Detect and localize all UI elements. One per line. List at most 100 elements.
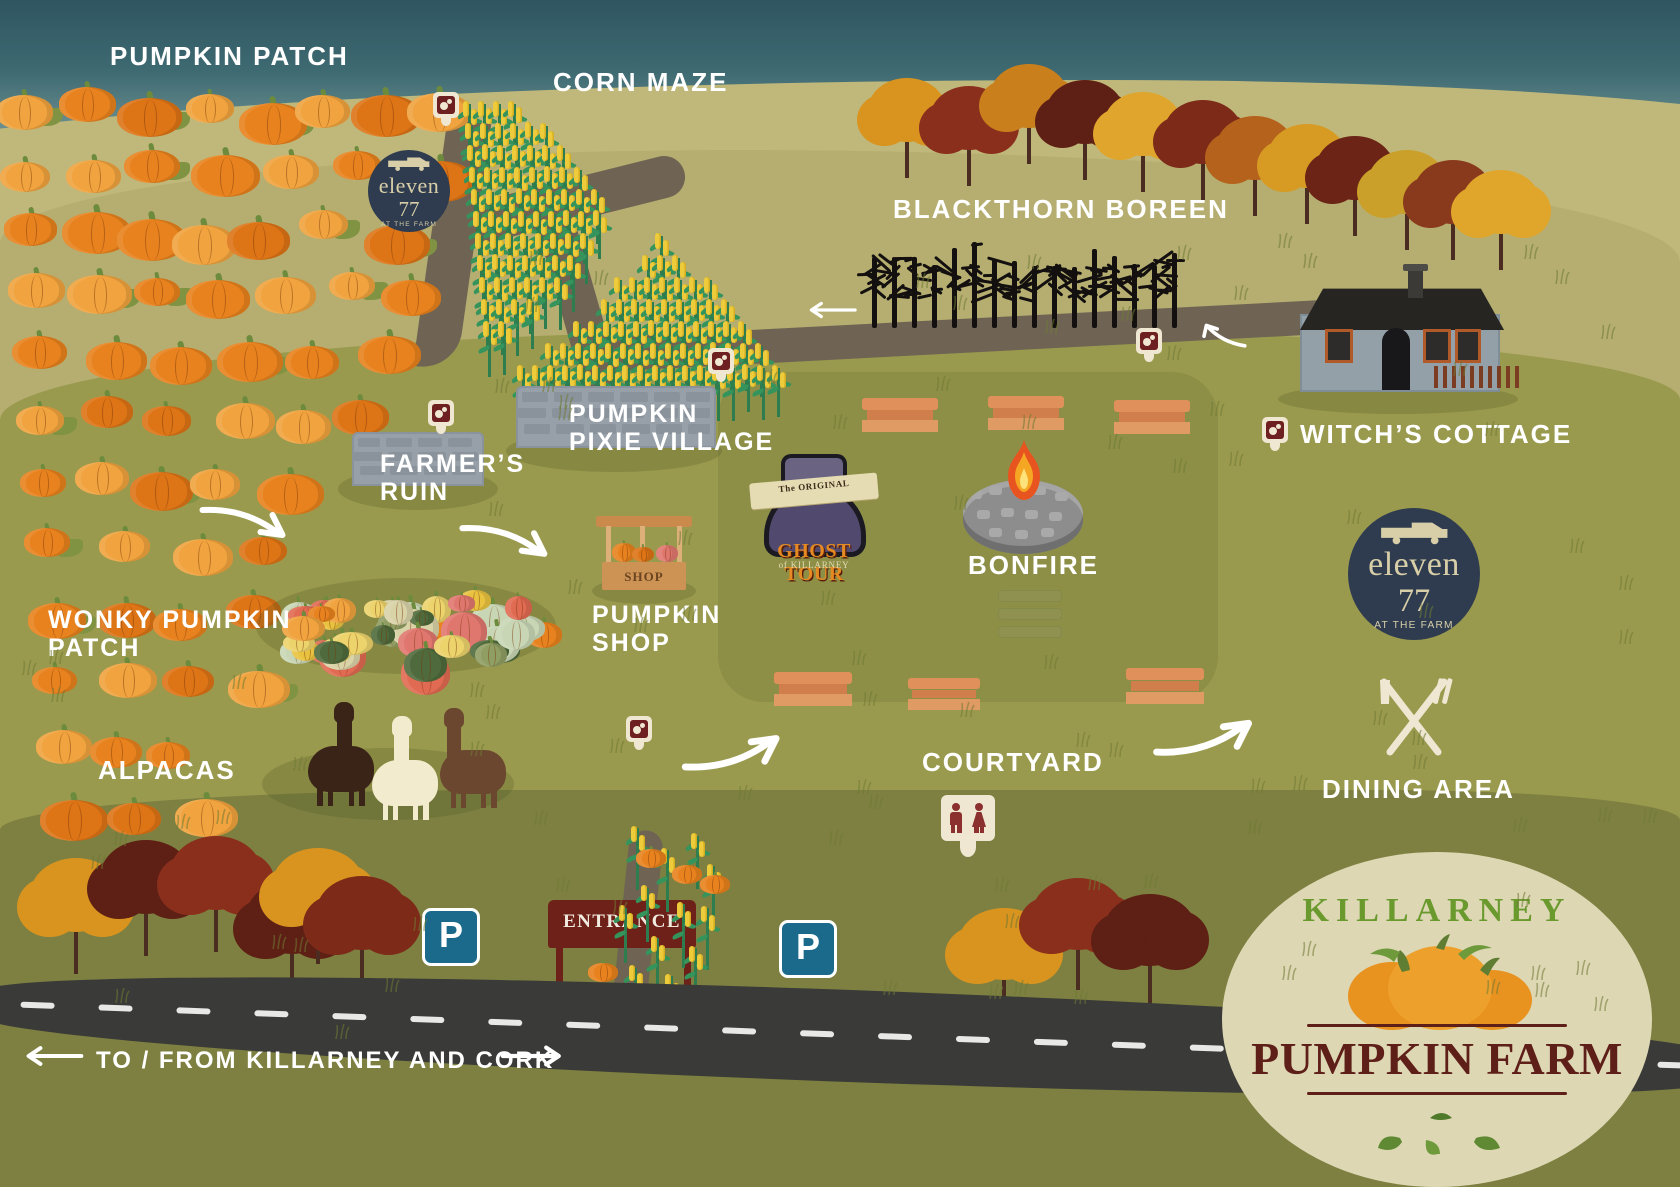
arrow-to-corn-maze [800, 298, 860, 327]
grass-tuft [1276, 232, 1294, 253]
female-figure-icon [971, 803, 987, 833]
map-label-pumpkin-shop: PUMPKIN SHOP [592, 601, 722, 657]
arrow-road-left [18, 1040, 84, 1077]
grass-tuft [230, 673, 248, 694]
grass-tuft [1175, 244, 1193, 265]
pumpkin [74, 455, 130, 499]
photo-spot-pin[interactable] [1262, 417, 1288, 451]
pumpkin [588, 959, 618, 983]
pumpkin [299, 204, 348, 243]
pumpkin [90, 730, 143, 772]
grass-tuft [676, 529, 694, 550]
parking-sign[interactable]: P [422, 908, 480, 966]
entrance-sign[interactable]: ENTRANCE [548, 900, 696, 948]
cottage-roof [1299, 288, 1505, 330]
wonky-pumpkin [408, 606, 434, 628]
fork-knife-icon [1380, 678, 1453, 756]
map-label-pumpkin-patch: PUMPKIN PATCH [110, 41, 349, 71]
grass-tuft [1484, 978, 1502, 999]
grass-tuft [1300, 940, 1318, 961]
pumpkin-shop-stall[interactable]: SHOP [596, 516, 692, 592]
photo-spot-pin[interactable] [433, 92, 459, 126]
pumpkin [8, 266, 65, 311]
road-dash [176, 1007, 211, 1015]
pumpkin [216, 334, 283, 386]
wonky-pumpkin [475, 637, 508, 669]
grass-tuft [1417, 602, 1435, 623]
corn-stalk [694, 900, 721, 971]
logo-vine [1378, 1113, 1500, 1155]
blackthorn-tree [1016, 263, 1055, 328]
grass-tuft [1411, 753, 1429, 774]
photo-spot-pin[interactable] [626, 716, 652, 750]
shop-pumpkin [612, 539, 636, 564]
ghost-tour-title: GHOST TOUR [777, 540, 851, 585]
grass-tuft [1208, 400, 1226, 421]
arrow-to-dining [1152, 706, 1267, 771]
blackthorn-tree [1131, 259, 1178, 328]
grass-tuft [1074, 731, 1092, 752]
grass-tuft [855, 778, 873, 799]
photo-spot-pin[interactable] [1136, 328, 1162, 362]
parking-sign[interactable]: P [779, 920, 837, 978]
eleven77-badge-small[interactable]: eleven 77 AT THE FARM [368, 150, 450, 232]
road-dash [799, 1030, 835, 1038]
cottage-fence [1434, 366, 1520, 388]
grass-tuft [1533, 981, 1551, 1002]
pumpkin [239, 530, 287, 568]
grass-tuft [411, 915, 429, 936]
logo-pumpkin-farm-text: PUMPKIN FARM [1251, 1033, 1623, 1084]
cottage-door[interactable] [1382, 328, 1410, 390]
grass-tuft [292, 936, 310, 957]
pumpkin [117, 90, 182, 141]
bench [774, 672, 852, 706]
grass-tuft [1301, 252, 1319, 273]
grass-tuft [1106, 433, 1124, 454]
grass-tuft [632, 616, 650, 637]
eleven77-number: 77 [398, 196, 420, 221]
shop-sign-text: SHOP [624, 569, 664, 584]
grass-tuft [993, 876, 1011, 897]
grass-tuft [1042, 653, 1060, 674]
grass-tuft [1617, 628, 1635, 649]
pumpkin [636, 845, 666, 869]
pumpkin [364, 216, 430, 268]
grass-tuft [1165, 344, 1183, 365]
cottage-chimney-cap [1403, 264, 1428, 271]
eleven77-badge-large[interactable]: eleven 77 AT THE FARM [1348, 508, 1480, 640]
blackthorn-tree [1069, 248, 1109, 328]
grass-tuft [1529, 964, 1547, 985]
grass-tuft [89, 853, 107, 874]
grass-tuft [468, 740, 486, 761]
map-label-witchs-cottage: WITCH’S COTTAGE [1300, 419, 1573, 449]
restroom-pin[interactable] [941, 795, 995, 857]
corn-stalk [491, 316, 518, 375]
grass-tuft [1232, 284, 1250, 305]
blackthorn-tree [1051, 263, 1088, 328]
road-dash [1111, 1041, 1146, 1049]
alpaca [372, 716, 438, 820]
pumpkin [227, 214, 290, 264]
pumpkin [186, 272, 250, 323]
pumpkin [16, 400, 64, 438]
grass-tuft [1574, 959, 1592, 980]
grass-tuft [1171, 457, 1189, 478]
photo-spot-pin[interactable] [708, 348, 734, 382]
pumpkin [215, 395, 276, 442]
road-dash [877, 1033, 913, 1041]
autumn-tree [1451, 170, 1551, 270]
pumpkin [0, 88, 53, 133]
grass-tuft [1410, 729, 1428, 750]
pumpkin [173, 532, 234, 580]
grass-tuft [850, 649, 868, 670]
courtyard-step [998, 608, 1062, 620]
grass-tuft [736, 784, 754, 805]
ghost-tour-logo: The ORIGINAL GHOST TOUR of KILLARNEY [747, 452, 881, 585]
wonky-pumpkin [447, 591, 476, 613]
grass-tuft [1522, 243, 1540, 264]
grass-tuft [1568, 537, 1586, 558]
courtyard-step [998, 626, 1062, 638]
pumpkin [153, 602, 208, 645]
photo-spot-pin[interactable] [428, 400, 454, 434]
grass-tuft [1020, 413, 1038, 434]
